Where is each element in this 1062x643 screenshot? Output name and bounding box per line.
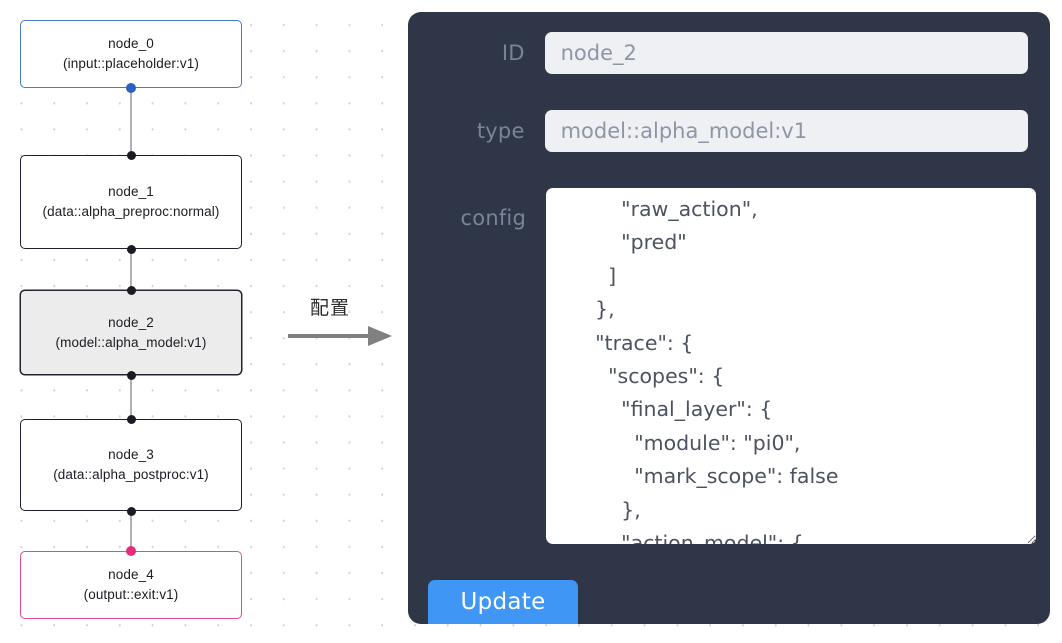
arrow-right-icon bbox=[288, 326, 392, 346]
edge-node3-node4 bbox=[130, 511, 132, 551]
id-input[interactable] bbox=[544, 32, 1028, 74]
type-input[interactable] bbox=[544, 110, 1028, 152]
node_3-target-handle[interactable] bbox=[127, 415, 136, 424]
node-node_0[interactable]: node_0(input::placeholder:v1) bbox=[20, 20, 242, 88]
type-field-label: type bbox=[476, 119, 525, 143]
type-field-row: type bbox=[428, 110, 1028, 152]
id-field-label: ID bbox=[501, 41, 525, 65]
edge-node2-node3 bbox=[130, 375, 132, 419]
node_2-source-handle[interactable] bbox=[127, 371, 136, 380]
node-label: node_3(data::alpha_postproc:v1) bbox=[53, 447, 209, 482]
node-node_3[interactable]: node_3(data::alpha_postproc:v1) bbox=[20, 419, 242, 511]
annotation-label: 配置 bbox=[309, 297, 350, 319]
node-label: node_4(output::exit:v1) bbox=[83, 567, 179, 602]
id-field-row: ID bbox=[428, 32, 1028, 74]
annotation-configure: 配置 bbox=[288, 296, 398, 356]
node-node_1[interactable]: node_1(data::alpha_preproc:normal) bbox=[20, 155, 242, 249]
config-field-row: config "raw_action", "pred" ] }, "trace"… bbox=[428, 188, 1040, 544]
config-field-label: config bbox=[460, 206, 526, 230]
node-node_2[interactable]: node_2(model::alpha_model:v1) bbox=[20, 290, 242, 375]
node-node_4[interactable]: node_4(output::exit:v1) bbox=[20, 551, 242, 619]
node_4-target-handle[interactable] bbox=[126, 546, 136, 556]
node-label: node_2(model::alpha_model:v1) bbox=[55, 314, 207, 350]
node_0-source-handle[interactable] bbox=[126, 83, 136, 93]
edge-node0-node1 bbox=[130, 88, 132, 156]
edge-node1-node2 bbox=[130, 249, 132, 290]
update-button[interactable]: Update bbox=[428, 580, 578, 624]
node_2-target-handle[interactable] bbox=[127, 286, 136, 295]
node_1-source-handle[interactable] bbox=[127, 245, 136, 254]
node_1-target-handle[interactable] bbox=[127, 151, 136, 160]
node-label: node_0(input::placeholder:v1) bbox=[63, 36, 199, 71]
node-label: node_1(data::alpha_preproc:normal) bbox=[42, 184, 220, 219]
node-config-panel: ID type config "raw_action", "pred" ] },… bbox=[408, 12, 1050, 624]
config-textarea[interactable]: "raw_action", "pred" ] }, "trace": { "sc… bbox=[546, 188, 1036, 544]
node_3-source-handle[interactable] bbox=[127, 507, 136, 516]
